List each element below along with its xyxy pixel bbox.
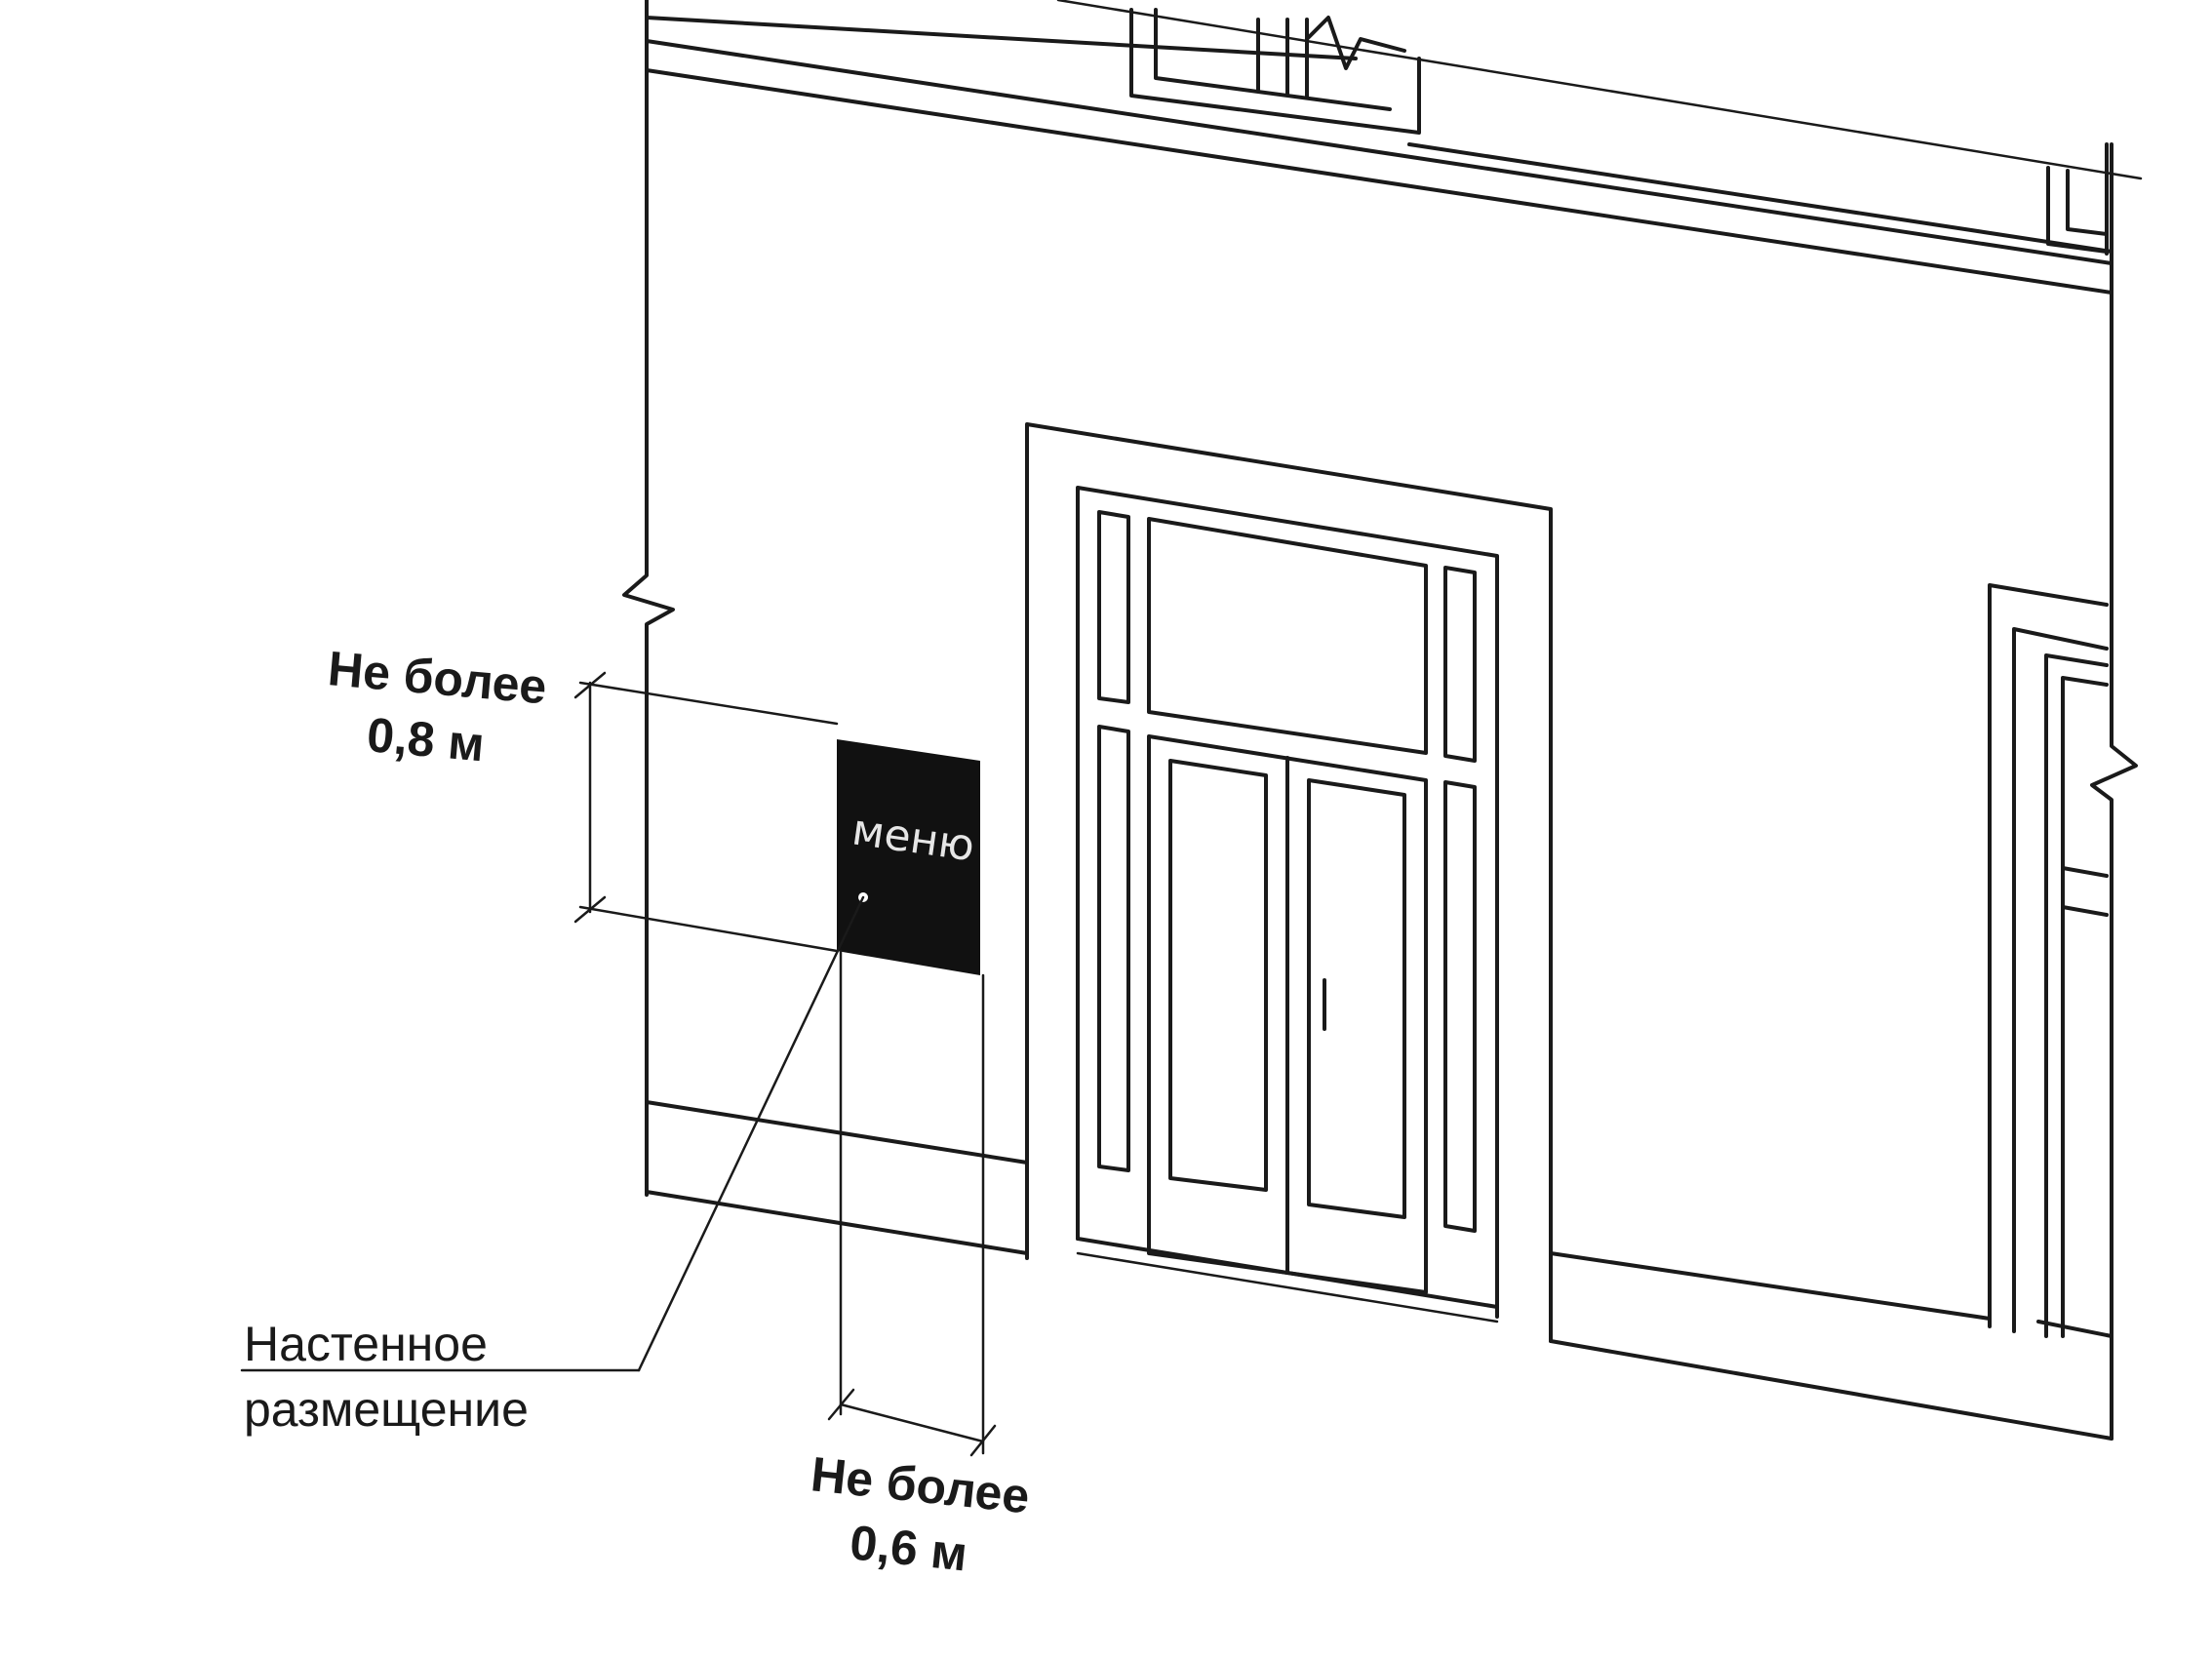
- width-dimension: [827, 949, 997, 1457]
- plinth: [645, 1100, 2113, 1441]
- cornice: [645, 0, 2143, 295]
- height-limit-label-line1: Не более: [326, 641, 549, 714]
- building-right-edge: [2090, 142, 2138, 1441]
- building-left-edge: [622, 0, 675, 1197]
- height-limit-label-line2: 0,8 м: [365, 707, 487, 771]
- sign-board: [837, 739, 980, 975]
- height-dimension: [573, 671, 839, 953]
- placement-label-line2: размещение: [244, 1382, 529, 1437]
- width-limit-label-line2: 0,6 м: [848, 1515, 970, 1581]
- width-limit-label-line1: Не более: [809, 1446, 1032, 1523]
- right-window: [1988, 583, 2109, 1338]
- entrance-door: [1025, 422, 1553, 1343]
- placement-leader: [240, 895, 865, 1372]
- placement-label-line1: Настенное: [244, 1317, 488, 1371]
- menu-sign: меню: [837, 739, 980, 975]
